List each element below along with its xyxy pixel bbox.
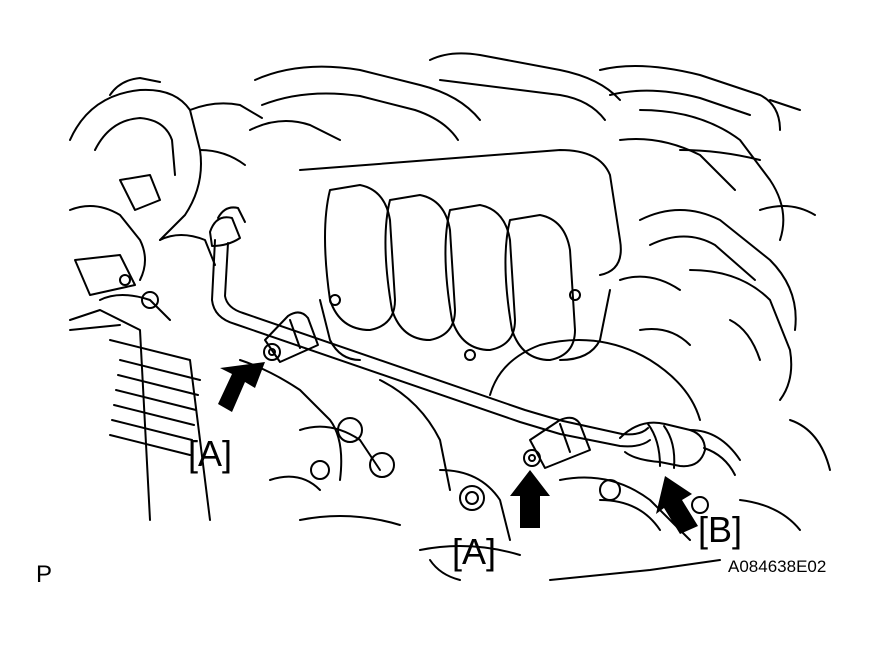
right-hoses bbox=[619, 205, 816, 401]
left-engine-components bbox=[69, 77, 263, 331]
callout-a-bottom: [A] bbox=[452, 531, 497, 572]
figure-id: A084638E02 bbox=[728, 557, 827, 576]
pipe-clamp-left bbox=[264, 311, 319, 363]
wire-harness bbox=[489, 339, 701, 421]
arrow-icon bbox=[510, 470, 550, 528]
upper-hoses bbox=[249, 52, 801, 241]
hose-connector bbox=[619, 421, 741, 476]
arrow-icon bbox=[218, 362, 265, 412]
corner-mark: P bbox=[36, 561, 53, 588]
bolt-icon bbox=[523, 449, 541, 467]
engine-block bbox=[69, 309, 831, 581]
intake-manifold bbox=[299, 149, 622, 361]
pipe-clamp-right bbox=[529, 416, 591, 469]
callout-a-left: [A] bbox=[188, 433, 233, 474]
arrow-icon bbox=[656, 476, 698, 534]
callout-b: [B] bbox=[698, 509, 743, 550]
fuel-pipe bbox=[209, 206, 651, 448]
bolt-icon bbox=[263, 343, 281, 361]
